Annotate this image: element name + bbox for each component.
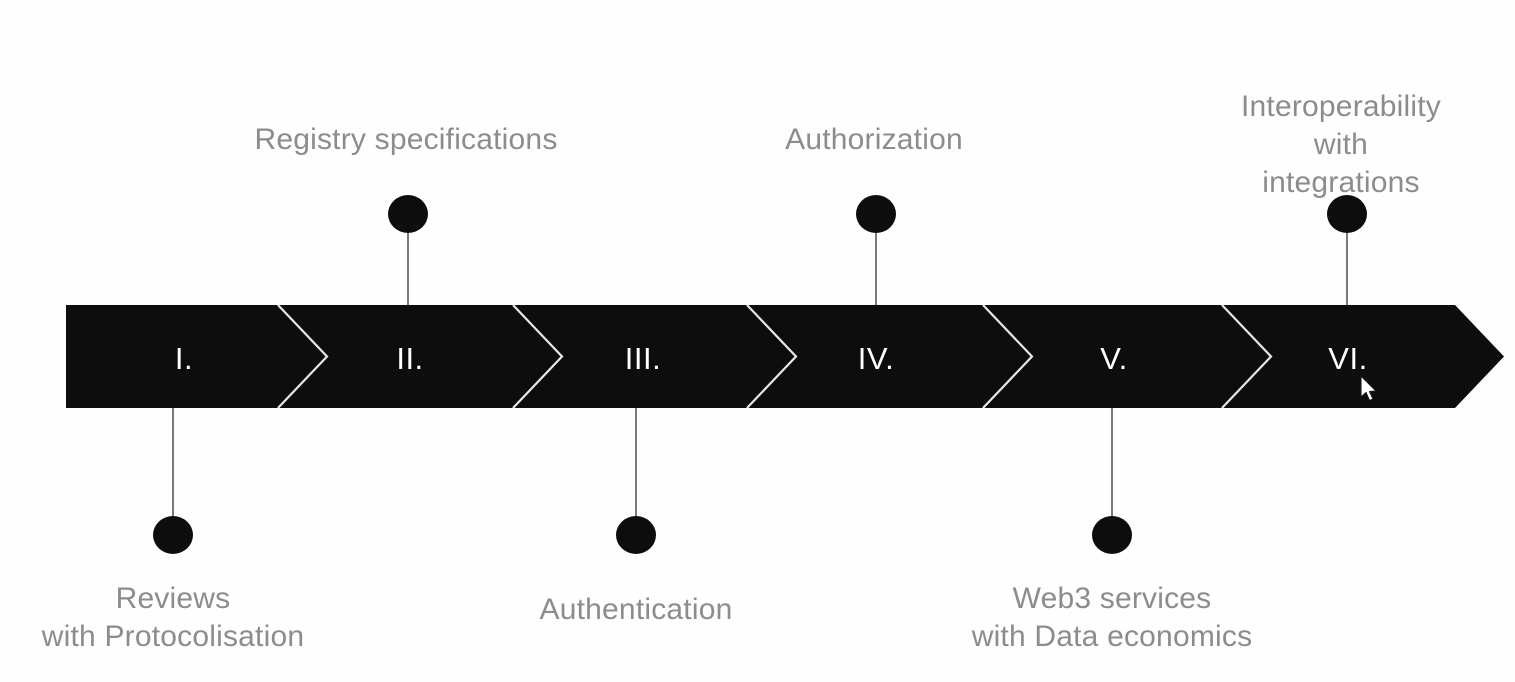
marker-dots — [153, 195, 1367, 554]
chevron-divider-2 — [512, 304, 564, 409]
marker-dot-1[interactable] — [153, 516, 193, 554]
marker-dot-6[interactable] — [1327, 195, 1367, 233]
chevron-divider-4 — [982, 304, 1034, 409]
marker-dot-2[interactable] — [388, 195, 428, 233]
marker-dot-3[interactable] — [616, 516, 656, 554]
marker-dot-5[interactable] — [1092, 516, 1132, 554]
marker-dot-4[interactable] — [856, 195, 896, 233]
chevron-divider-5 — [1221, 304, 1273, 409]
process-arrow-body[interactable] — [66, 305, 1504, 408]
chevron-divider-1 — [277, 304, 329, 409]
chevron-dividers — [277, 304, 1273, 409]
chevron-divider-3 — [746, 304, 798, 409]
